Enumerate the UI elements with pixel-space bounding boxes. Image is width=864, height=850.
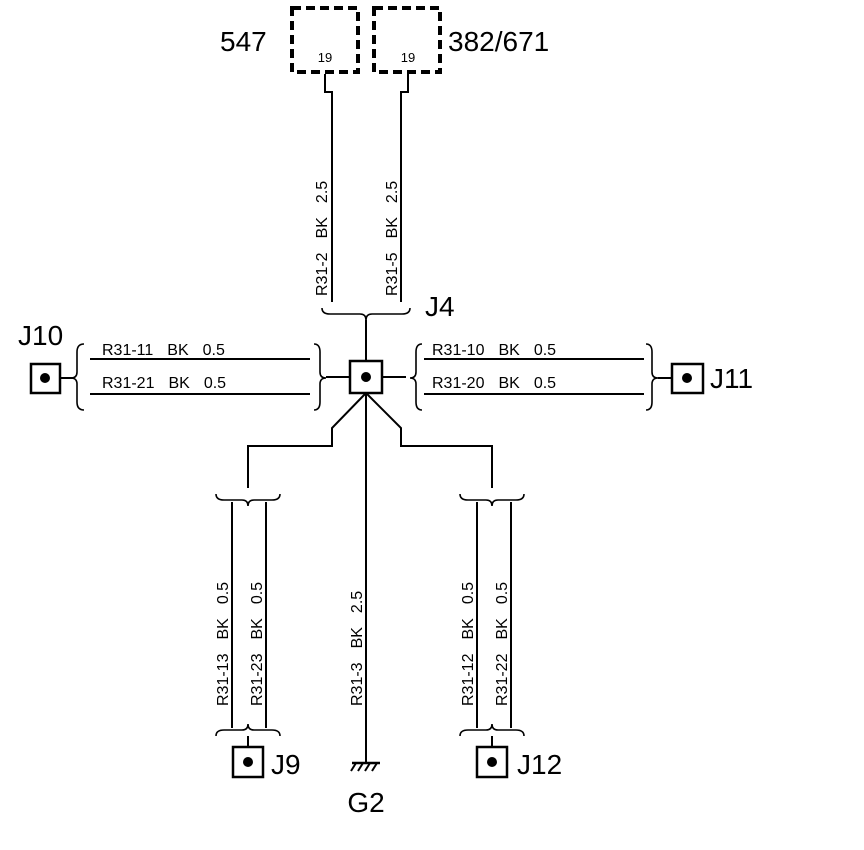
wire-r31-21-gauge: 0.5: [204, 375, 226, 392]
branch-wire-j9: [247, 392, 367, 488]
wire-r31-3-circuit: R31-3: [349, 662, 366, 706]
svg-text:R31-13BK0.5: R31-13 BK 0.5: [215, 582, 232, 706]
splice-j4[interactable]: J4: [348, 291, 455, 395]
jack-j12[interactable]: J12: [475, 745, 562, 780]
svg-text:R31-3BK2.5: R31-3 BK 2.5: [349, 591, 366, 706]
connector-382-671-pin: 19: [401, 50, 415, 65]
wire-r31-12-gauge: 0.5: [460, 582, 477, 604]
jack-j10-label: J10: [18, 320, 63, 351]
wire-r31-23: R31-23 BK 0.5: [249, 502, 267, 728]
jack-j10[interactable]: J10: [18, 320, 63, 395]
wire-r31-3: R31-3 BK 2.5: [349, 393, 367, 762]
right-bundle-brace-inner: [409, 343, 423, 411]
svg-text:R31-5BK2.5: R31-5 BK 2.5: [384, 181, 401, 296]
top-bundle-brace: [321, 307, 411, 321]
wire-r31-21-circuit: R31-21: [102, 375, 155, 392]
wire-r31-12-color: BK: [460, 618, 477, 640]
wire-r31-22-gauge: 0.5: [494, 582, 511, 604]
connector-382-671-label: 382/671: [448, 26, 549, 57]
j9-bundle-brace-bottom: [215, 723, 281, 737]
jack-j12-dot: [487, 757, 497, 767]
wire-r31-3-gauge: 2.5: [349, 591, 366, 613]
svg-text:R31-12BK0.5: R31-12 BK 0.5: [460, 582, 477, 706]
wire-r31-10: R31-10 BK 0.5: [424, 342, 644, 360]
wire-r31-11-gauge: 0.5: [203, 342, 225, 359]
wire-r31-22-color: BK: [494, 618, 511, 640]
wire-r31-2-circuit: R31-2: [314, 252, 331, 296]
jack-j11-dot: [682, 373, 692, 383]
right-bundle-brace-outer: [645, 343, 659, 411]
left-bundle-brace-inner: [313, 343, 327, 411]
wire-r31-23-gauge: 0.5: [249, 582, 266, 604]
wire-r31-20-gauge: 0.5: [534, 375, 556, 392]
splice-j4-dot: [361, 372, 371, 382]
wire-r31-13-color: BK: [215, 618, 232, 640]
wire-r31-13: R31-13 BK 0.5: [215, 502, 233, 728]
j9-bundle-brace-top: [215, 493, 281, 507]
wire-r31-13-gauge: 0.5: [215, 582, 232, 604]
wire-r31-2-gauge: 2.5: [314, 181, 331, 203]
wire-r31-20-color: BK: [498, 375, 520, 392]
wire-r31-10-gauge: 0.5: [534, 342, 556, 359]
wire-r31-5-circuit: R31-5: [384, 252, 401, 296]
jack-j12-label: J12: [517, 749, 562, 780]
wire-r31-12: R31-12 BK 0.5: [460, 502, 478, 728]
wire-r31-3-color: BK: [349, 627, 366, 649]
wire-r31-22: R31-22 BK 0.5: [494, 502, 512, 728]
wire-r31-2: R31-2 BK 2.5: [314, 74, 333, 302]
connector-547-outline: [290, 6, 360, 74]
wire-r31-20-circuit: R31-20: [432, 375, 485, 392]
branch-wire-j12: [365, 392, 493, 488]
jack-j11[interactable]: J11: [670, 362, 753, 395]
jack-j9-dot: [243, 757, 253, 767]
left-bundle-brace-outer: [70, 343, 85, 411]
wire-r31-21: R31-21 BK 0.5: [90, 375, 310, 395]
splice-j4-label: J4: [425, 291, 455, 322]
j12-bundle-brace-bottom: [459, 723, 525, 737]
connector-382-671-outline: [372, 6, 442, 74]
ground-g2[interactable]: G2: [347, 761, 385, 818]
svg-text:R31-23BK0.5: R31-23 BK 0.5: [249, 582, 266, 706]
connector-547-pin: 19: [318, 50, 332, 65]
wire-r31-11-circuit: R31-11: [102, 342, 153, 359]
connector-382-671[interactable]: 382/671 19: [372, 6, 549, 74]
svg-text:R31-22BK0.5: R31-22 BK 0.5: [494, 582, 511, 706]
ground-g2-label: G2: [347, 787, 384, 818]
wire-r31-5-color: BK: [384, 217, 401, 239]
connector-547-label: 547: [220, 26, 267, 57]
wire-r31-11-color: BK: [167, 342, 189, 359]
wire-r31-21-color: BK: [168, 375, 190, 392]
ground-icon: [350, 761, 380, 772]
wire-r31-10-circuit: R31-10: [432, 342, 485, 359]
wire-r31-10-color: BK: [498, 342, 520, 359]
wire-r31-5: R31-5 BK 2.5: [384, 74, 409, 302]
jack-j9[interactable]: J9: [231, 745, 301, 780]
wire-r31-23-circuit: R31-23: [249, 653, 266, 706]
wire-r31-22-circuit: R31-22: [494, 653, 511, 706]
jack-j11-label: J11: [710, 363, 753, 394]
wire-r31-11: R31-11 BK 0.5: [90, 342, 310, 360]
connector-547[interactable]: 547 19: [220, 6, 360, 74]
wire-r31-5-gauge: 2.5: [384, 181, 401, 203]
wire-r31-23-color: BK: [249, 618, 266, 640]
wire-r31-12-circuit: R31-12: [460, 653, 477, 706]
jack-j10-dot: [40, 373, 50, 383]
j12-bundle-brace-top: [459, 493, 525, 507]
wire-r31-13-circuit: R31-13: [215, 653, 232, 706]
wire-r31-20: R31-20 BK 0.5: [424, 375, 644, 395]
jack-j9-label: J9: [271, 749, 301, 780]
svg-text:R31-2BK2.5: R31-2 BK 2.5: [314, 181, 331, 296]
wire-r31-2-color: BK: [314, 217, 331, 239]
